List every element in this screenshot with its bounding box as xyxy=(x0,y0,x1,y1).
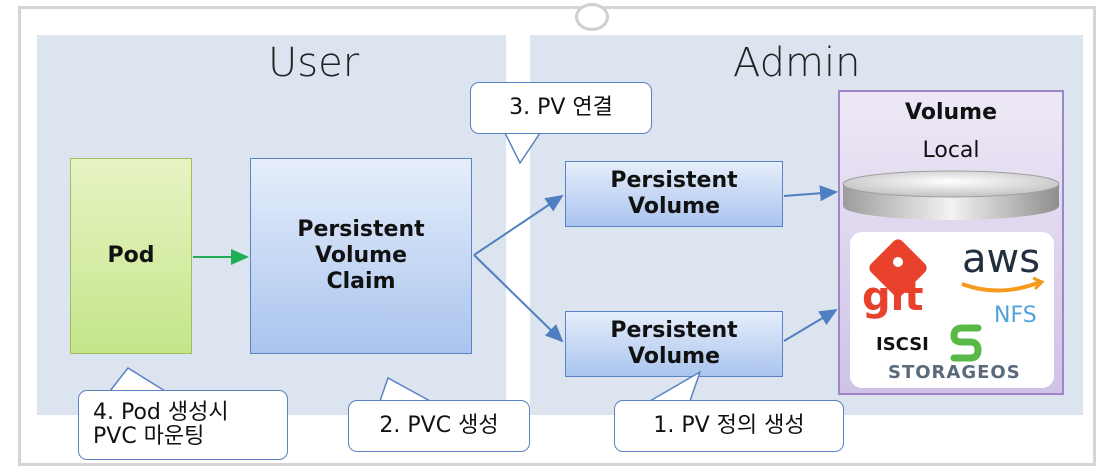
callout-pod-create: 4. Pod 생성시 PVC 마운팅 xyxy=(78,390,288,460)
callout-pointers xyxy=(109,132,702,402)
aws-smile xyxy=(961,280,1041,293)
iscsi-text: ISCSI xyxy=(876,334,929,355)
admin-panel-title: Admin xyxy=(733,40,861,86)
pv-top-label: Persistent Volume xyxy=(610,168,738,219)
callout-pv-connect-text: 3. PV 연결 xyxy=(509,95,613,120)
git-logo xyxy=(869,239,927,297)
git-logo-node xyxy=(893,257,903,267)
nfs-text: NFS xyxy=(994,303,1037,328)
storage-logos: git aws NFS ISCSI STORAGEOS xyxy=(850,232,1054,388)
pvc-to-pv1-arrow xyxy=(473,194,564,256)
pv2-to-storage-arrow xyxy=(783,308,838,342)
callout-pod-create-text: 4. Pod 생성시 PVC 마운팅 xyxy=(93,400,229,449)
callout-pvc-create-text: 2. PVC 생성 xyxy=(379,413,499,438)
pv-node-top: Persistent Volume xyxy=(565,161,783,227)
callout-pv-define: 1. PV 정의 생성 xyxy=(614,400,844,452)
git-text: git xyxy=(862,274,923,320)
connector-arrows xyxy=(193,185,838,343)
pod-label: Pod xyxy=(107,243,155,268)
storage-logos-art: git aws NFS ISCSI STORAGEOS xyxy=(862,236,1045,383)
aws-smile-tip xyxy=(1032,276,1045,291)
callout-pv-connect-tail xyxy=(504,132,541,165)
storageos-s-logo xyxy=(950,324,982,362)
local-disk-icon xyxy=(842,170,1060,220)
pvc-label: Persistent Volume Claim xyxy=(297,217,425,294)
callout-pvc-create-tail xyxy=(379,376,431,402)
pv1-to-local-arrow xyxy=(783,185,838,202)
pv-node-bottom: Persistent Volume xyxy=(565,311,783,377)
user-panel-title: User xyxy=(268,40,360,86)
volume-local-label: Local xyxy=(922,138,980,163)
storageos-text: STORAGEOS xyxy=(888,362,1021,383)
callout-pv-define-text: 1. PV 정의 생성 xyxy=(653,413,805,438)
pvc-to-pv2-arrow xyxy=(473,254,564,343)
pvc-node: Persistent Volume Claim xyxy=(250,158,472,354)
pv-bottom-label: Persistent Volume xyxy=(610,318,738,369)
callout-pv-define-tail xyxy=(649,370,702,402)
callout-pv-connect: 3. PV 연결 xyxy=(470,82,652,134)
callout-pod-create-tail xyxy=(109,367,166,392)
callout-pvc-create: 2. PVC 생성 xyxy=(348,400,530,452)
frame-knob xyxy=(575,3,609,31)
aws-text: aws xyxy=(962,236,1040,282)
pod-node: Pod xyxy=(70,158,192,354)
volume-title: Volume xyxy=(905,100,997,125)
volume-box: Volume Local git aws xyxy=(838,90,1064,395)
